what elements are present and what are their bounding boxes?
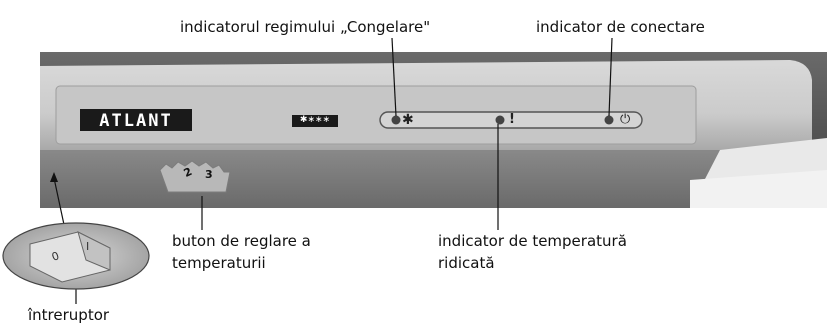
label-connection-indicator: indicator de conectare [536,18,705,36]
temperature-dial[interactable] [159,160,231,193]
switch-on-mark: I [86,240,90,253]
freeze-lamp [391,115,401,125]
indicator-strip [379,111,643,129]
freezer-rating-text: ✱∗∗∗ [299,115,331,125]
label-high-temp-line1: indicator de temperatură [438,232,627,250]
freezer-rating-badge [292,115,338,127]
label-high-temp-line2: ridicată [438,254,495,272]
label-temp-knob-line1: buton de reglare a [172,232,311,250]
brand-logo [80,109,192,131]
label-temp-knob-line2: temperaturii [172,254,266,272]
high-temp-lamp [495,115,505,125]
alarm-symbol-icon: ! [509,112,515,127]
power-switch[interactable] [2,222,150,290]
brand-text: ATLANT [99,111,173,131]
label-switch: întreruptor [28,306,110,324]
dial-number-3: 3 [205,168,213,181]
connection-lamp [604,115,614,125]
label-freeze-indicator: indicatorul regimului „Congelare" [180,18,431,36]
freeze-symbol-icon: ✱ [402,112,414,128]
power-symbol-icon: ⏻ [620,112,631,127]
